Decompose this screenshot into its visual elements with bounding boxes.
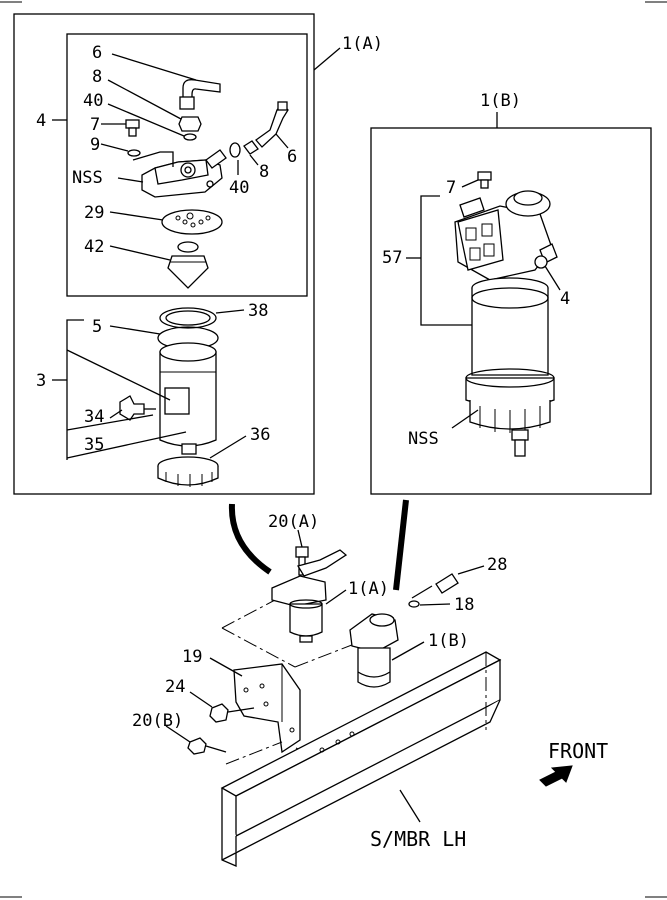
nut-24 [209,703,255,723]
label-5: 5 [92,317,102,337]
label-35: 35 [84,435,104,455]
label-8-right: 8 [259,162,269,182]
fittings-right [229,101,289,158]
label-1a: 1(A) [342,34,383,54]
label-38: 38 [248,301,268,321]
label-1b: 1(B) [480,91,521,111]
label-front: FRONT [548,739,608,763]
label-3: 3 [36,371,46,391]
ring-nut-36 [157,456,219,487]
label-6-top: 6 [92,43,102,63]
label-19: 19 [182,647,202,667]
label-34: 34 [84,407,104,427]
plate-29 [161,209,223,235]
bolt-28 [411,573,459,599]
label-6-right: 6 [287,147,297,167]
label-20b: 20(B) [132,711,183,731]
head-assembly-b [454,190,558,281]
bolt-20b [187,737,227,755]
leader-curve-a [228,503,272,575]
label-40-top: 40 [83,91,103,111]
head-group-box [66,33,308,297]
filter-cartridge [159,342,217,455]
bowl-b [465,277,555,457]
label-side-member: S/MBR LH [370,827,466,851]
washer-40-top [183,133,197,141]
front-arrow-icon [539,765,573,787]
bowl-42 [167,241,209,289]
label-18: 18 [454,595,474,615]
label-8-top: 8 [92,67,102,87]
label-nss-left: NSS [72,168,103,188]
bracket-19 [233,663,301,754]
label-1b-lower: 1(B) [428,631,469,651]
hose-6-top [179,79,221,110]
label-1a-lower: 1(A) [348,579,389,599]
label-24: 24 [165,677,185,697]
filter-a-installed [271,549,348,643]
label-36: 36 [250,425,270,445]
side-member-lh [220,651,502,867]
rings-38-5 [157,307,219,350]
label-28: 28 [487,555,507,575]
label-29: 29 [84,203,104,223]
label-9: 9 [90,135,100,155]
bolt-7-right [477,171,492,189]
washer-18 [408,600,420,608]
ring-9 [127,149,141,157]
leader-line-b [393,499,409,591]
nut-8-top [178,116,202,132]
label-7-right: 7 [446,178,456,198]
label-42: 42 [84,237,104,257]
label-4-right: 4 [560,289,570,309]
label-20a: 20(A) [268,512,319,532]
bolt-7-left [125,119,140,137]
label-40-right: 40 [229,178,249,198]
detail-box-b [370,127,652,495]
filter-head [132,149,227,198]
label-7-left: 7 [90,115,100,135]
detail-box-a [13,13,315,495]
label-nss-right: NSS [408,429,439,449]
screw-34 [119,395,156,421]
filter-b-installed [349,613,399,688]
label-4-left: 4 [36,111,46,131]
label-57: 57 [382,248,402,268]
